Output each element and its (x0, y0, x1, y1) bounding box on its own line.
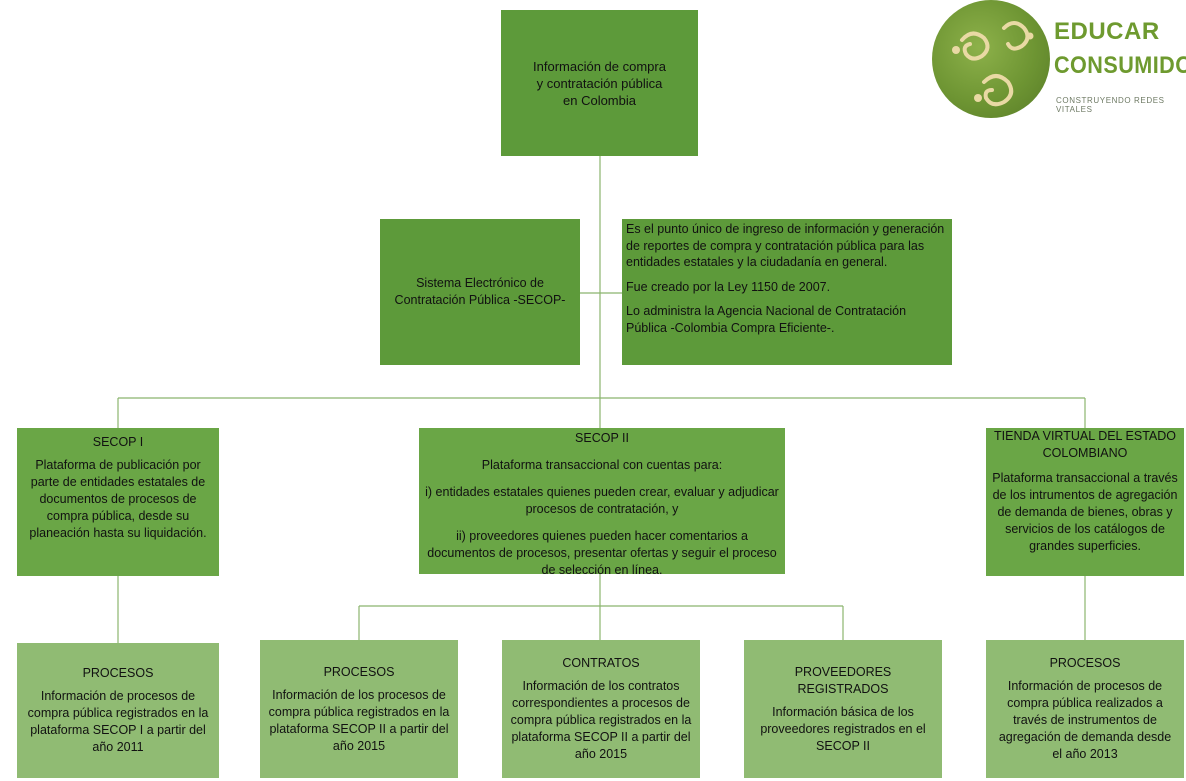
secop2-intro: Plataforma transaccional con cuentas par… (481, 458, 723, 472)
leaf-text: Información básica de los proveedores re… (760, 704, 926, 753)
tienda-text: Plataforma transaccional a través de los… (992, 471, 1178, 553)
leaf-title: PROCESOS (82, 666, 154, 680)
secop-description: Es el punto único de ingreso de informac… (622, 219, 952, 365)
secop-desc-law: Fue creado por la Ley 1150 de 2007. (626, 279, 831, 294)
leaf-text: Información de procesos de compra públic… (998, 679, 1172, 761)
secop-desc-admin: Lo administra la Agencia Nacional de Con… (626, 304, 907, 335)
leaf-title: PROCESOS (323, 664, 395, 679)
leaf-title: PROCESOS (1049, 656, 1121, 670)
secop1-text: Plataforma de publicación por parte de e… (29, 458, 207, 540)
secop1-title: SECOP I (92, 435, 144, 449)
secop2-node: SECOP II Plataforma transaccional con cu… (419, 428, 785, 577)
leaf-proveedores-secop2: PROVEEDORES REGISTRADOS Información bási… (744, 640, 942, 778)
leaf-procesos-secop2: PROCESOS Información de los procesos de … (260, 640, 458, 778)
secop2-item-entities: i) entidades estatales quienes pueden cr… (425, 485, 779, 516)
logo-title-line2: CONSUMIDORES (1054, 52, 1186, 79)
secop-node-title: Sistema Electrónico de Contratación Públ… (394, 276, 566, 307)
leaf-title: CONTRATOS (562, 656, 640, 670)
leaf-procesos-secop1: PROCESOS Información de procesos de comp… (17, 643, 219, 778)
logo-tagline: CONSTRUYENDO REDES VITALES (1056, 96, 1165, 114)
secop2-item-providers: ii) proveedores quienes pueden hacer com… (427, 529, 777, 577)
tienda-node: TIENDA VIRTUAL DEL ESTADO COLOMBIANO Pla… (986, 428, 1184, 576)
leaf-text: Información de los contratos correspondi… (510, 679, 692, 761)
logo-title-line1: EDUCAR (1054, 18, 1160, 45)
root-node-text: Información de compra y contratación púb… (533, 58, 666, 108)
turtle-logo-icon (932, 0, 1050, 118)
root-node: Información de compra y contratación púb… (501, 10, 698, 156)
leaf-text: Información de procesos de compra públic… (27, 689, 209, 754)
leaf-title: PROVEEDORES REGISTRADOS (794, 664, 892, 696)
secop-node: Sistema Electrónico de Contratación Públ… (380, 219, 580, 365)
leaf-procesos-tienda: PROCESOS Información de procesos de comp… (986, 640, 1184, 778)
leaf-contratos-secop2: CONTRATOS Información de los contratos c… (502, 640, 700, 778)
tienda-title: TIENDA VIRTUAL DEL ESTADO COLOMBIANO (994, 429, 1176, 460)
leaf-text: Información de los procesos de compra pú… (268, 687, 450, 753)
secop2-title: SECOP II (575, 431, 629, 445)
secop1-node: SECOP I Plataforma de publicación por pa… (17, 428, 219, 576)
secop-desc-purpose: Es el punto único de ingreso de informac… (626, 222, 945, 269)
